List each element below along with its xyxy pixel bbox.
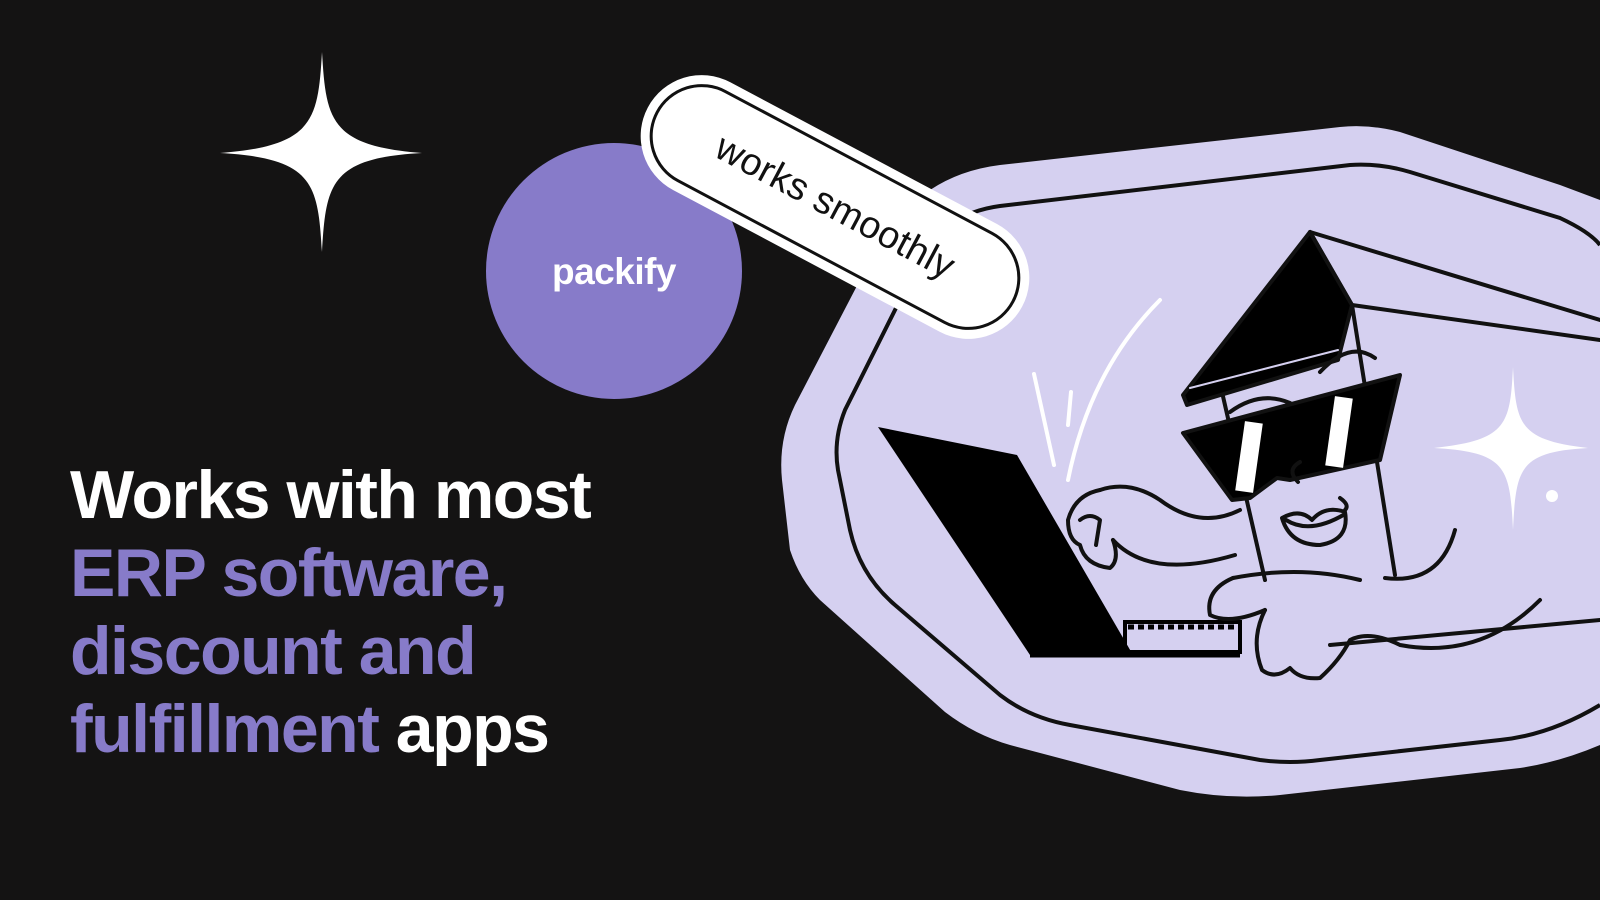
box-character (1066, 230, 1600, 681)
page-headline: Works with most ERP software, discount a… (70, 456, 592, 768)
headline-line-4-accent: fulfillment (70, 691, 380, 767)
headline-line-3: discount and (70, 613, 477, 689)
brand-logo-circle: packify (486, 143, 742, 399)
headline-line-1: Works with most (70, 457, 592, 533)
headline-line-4-plain: apps (395, 691, 550, 767)
motion-lines (1032, 298, 1162, 482)
sparkle-star-icon (1434, 367, 1588, 530)
sparkle-star-icon (220, 52, 422, 252)
headline-line-2: ERP software, (70, 535, 508, 611)
laptop-icon (878, 427, 1242, 658)
brand-name: packify (551, 251, 677, 292)
